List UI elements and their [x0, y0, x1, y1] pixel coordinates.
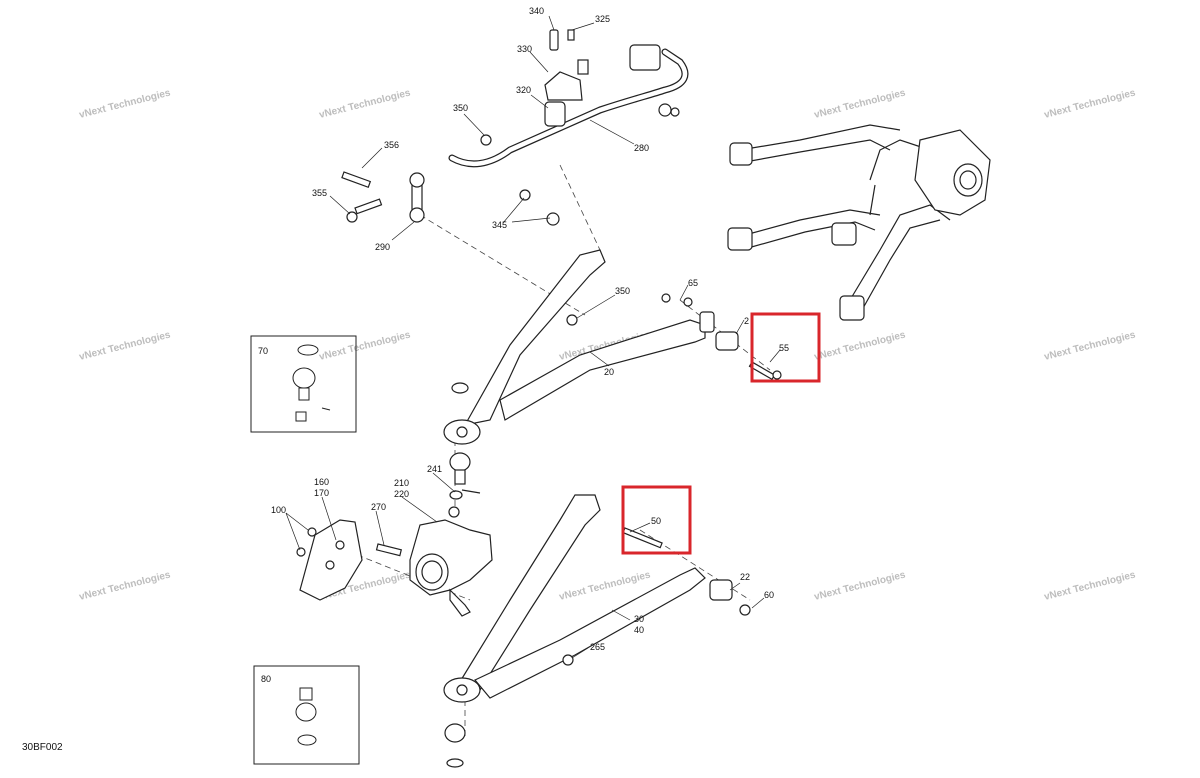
highlight-boxes — [621, 312, 821, 555]
part-label: 100 — [271, 505, 286, 515]
screw-325 — [567, 29, 575, 41]
vehicle-frame — [727, 124, 991, 321]
watermark: vNext Technologies — [78, 87, 172, 120]
part-label: 355 — [312, 188, 327, 198]
watermark: vNext Technologies — [78, 569, 172, 602]
part-label: 210 — [394, 478, 409, 488]
watermark: vNext Technologies — [813, 569, 907, 602]
watermark: vNext Technologies — [318, 329, 412, 362]
knuckle-guard — [296, 519, 403, 601]
part-label: 2 — [744, 316, 749, 326]
part-label: 241 — [427, 464, 442, 474]
bolt-270 — [375, 543, 403, 557]
bushing-2 — [699, 311, 715, 333]
lower-a-arm — [443, 494, 751, 768]
part-label: 20 — [604, 367, 614, 377]
part-label: 220 — [394, 489, 409, 499]
part-label: 320 — [516, 85, 531, 95]
part-label: 350 — [453, 103, 468, 113]
part-label: 160 — [314, 477, 329, 487]
bolt-355 — [354, 198, 383, 215]
part-label: 60 — [764, 590, 774, 600]
bolt-340 — [549, 29, 559, 51]
highlight-box-part-55 — [750, 312, 821, 383]
watermark: vNext Technologies — [318, 87, 412, 120]
bushing — [544, 101, 566, 127]
watermark: vNext Technologies — [78, 329, 172, 362]
part-label: 340 — [529, 6, 544, 16]
bolt-356 — [341, 171, 372, 188]
detail-box-70: 70 — [250, 335, 357, 433]
part-label: 55 — [779, 343, 789, 353]
part-label: 70 — [258, 346, 268, 356]
detail-box-80: 80 — [253, 665, 360, 765]
part-label: 356 — [384, 140, 399, 150]
part-label: 290 — [375, 242, 390, 252]
bolt-50 — [622, 527, 663, 549]
watermark: vNext Technologies — [1043, 569, 1137, 602]
part-label: 280 — [634, 143, 649, 153]
part-label: 40 — [634, 625, 644, 635]
watermark: vNext Technologies — [1043, 87, 1137, 120]
bracket — [544, 71, 583, 101]
nut-330 — [577, 59, 589, 75]
part-labels: 340 325 330 320 350 356 355 290 345 280 … — [271, 6, 789, 652]
part-label: 30 — [634, 614, 644, 624]
part-label: 265 — [590, 642, 605, 652]
part-label: 350 — [615, 286, 630, 296]
part-label: 170 — [314, 488, 329, 498]
watermark: vNext Technologies — [813, 87, 907, 120]
part-label: 325 — [595, 14, 610, 24]
watermark: vNext Technologies — [813, 329, 907, 362]
part-label: 22 — [740, 572, 750, 582]
part-label: 50 — [651, 516, 661, 526]
ball-joint-241 — [449, 452, 481, 500]
bar-end-bracket — [629, 44, 661, 71]
part-label: 330 — [517, 44, 532, 54]
part-label: 270 — [371, 502, 386, 512]
steering-knuckle — [409, 506, 493, 617]
watermark: vNext Technologies — [1043, 329, 1137, 362]
part-label: 80 — [261, 674, 271, 684]
highlight-box-part-50 — [621, 485, 692, 555]
stabilizer-bar-assembly — [341, 29, 689, 226]
part-label: 345 — [492, 220, 507, 230]
leader-lines — [285, 15, 781, 659]
part-label: 65 — [688, 278, 698, 288]
upper-a-arm — [443, 249, 782, 445]
diagram-code: 30BF002 — [22, 742, 63, 753]
